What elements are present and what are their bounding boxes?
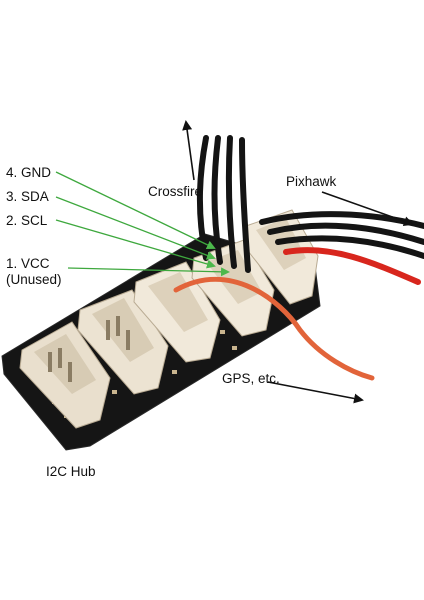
- label-i2c-hub: I2C Hub: [46, 464, 96, 479]
- label-sda: 3. SDA: [6, 189, 49, 204]
- pin-callout-lines: [55, 171, 230, 277]
- connector-3: [133, 261, 221, 363]
- pixhawk-wires: [259, 211, 424, 285]
- label-vcc-unused: (Unused): [6, 272, 62, 287]
- sda-pin-line: [55, 196, 216, 260]
- label-pixhawk: Pixhawk: [286, 174, 337, 189]
- gnd-pin-line: [55, 171, 216, 250]
- gps-wire: [173, 276, 375, 381]
- crossfire-arrow: [182, 120, 195, 181]
- label-scl: 2. SCL: [6, 213, 48, 228]
- gps-arrow: [267, 381, 364, 404]
- vcc-pin-line: [67, 267, 230, 277]
- scl-pin-line: [55, 219, 216, 269]
- pixhawk-arrow: [321, 191, 414, 227]
- label-gps: GPS, etc.: [222, 371, 280, 386]
- connector-1: [19, 321, 111, 429]
- label-gnd: 4. GND: [6, 165, 51, 180]
- label-crossfire: Crossfire: [148, 184, 202, 199]
- label-vcc: 1. VCC: [6, 256, 50, 271]
